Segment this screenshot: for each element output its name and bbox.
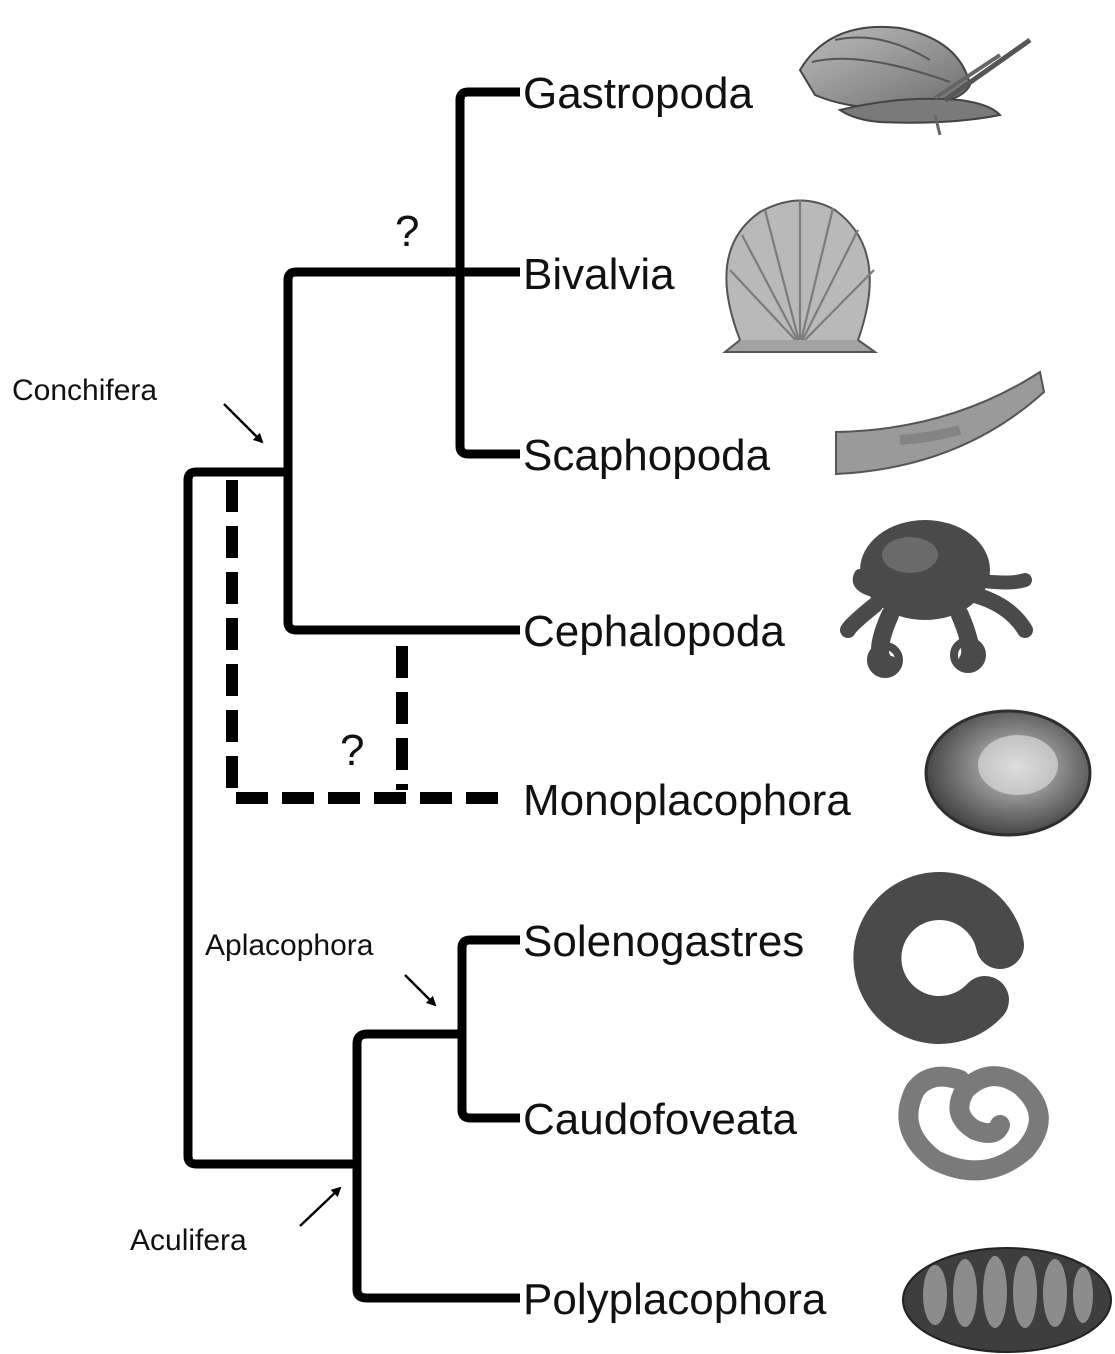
aculifera-branch: [357, 1034, 520, 1298]
clade-labels: Conchifera Aplacophora Aculifera: [12, 374, 435, 1257]
label-conchifera: Conchifera: [12, 374, 157, 407]
conchifera-arrow: [224, 404, 262, 442]
monoplacophora-dashed-branch: [232, 480, 510, 798]
chiton-icon: [903, 1248, 1111, 1352]
label-scaphopoda: Scaphopoda: [523, 431, 771, 480]
label-cephalopoda: Cephalopoda: [523, 607, 785, 656]
snail-icon: [800, 27, 1030, 135]
monoplacophoran-shell-icon: [926, 711, 1090, 835]
label-solenogastres: Solenogastres: [523, 917, 804, 966]
spiral-worm-icon: [908, 1076, 1039, 1170]
aplacophora-arrow: [405, 975, 435, 1005]
curled-worm-icon: [877, 896, 1000, 1020]
label-gastropoda: Gastropoda: [523, 69, 753, 118]
tree-branches: [188, 92, 520, 1298]
label-polyplacophora: Polyplacophora: [523, 1275, 827, 1324]
root-branch: [188, 472, 357, 1164]
uncertainty-mark-upper: ?: [395, 207, 419, 256]
octopus-icon: [848, 520, 1025, 674]
label-aplacophora: Aplacophora: [205, 929, 374, 962]
aculifera-arrow: [300, 1188, 340, 1226]
aplacophora-branch: [462, 940, 520, 1118]
label-bivalvia: Bivalvia: [523, 250, 675, 299]
label-monoplacophora: Monoplacophora: [523, 776, 851, 825]
uncertainty-mark-lower: ?: [340, 726, 364, 775]
label-caudofoveata: Caudofoveata: [523, 1095, 798, 1144]
tusk-shell-icon: [836, 372, 1044, 474]
scallop-shell-icon: [725, 200, 875, 352]
label-aculifera: Aculifera: [130, 1224, 247, 1257]
